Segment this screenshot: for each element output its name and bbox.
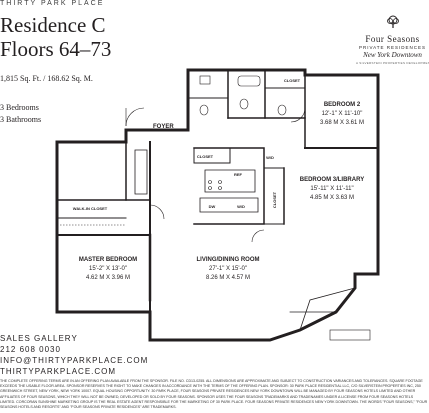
- building-name: THIRTY PARK PLACE: [0, 0, 105, 7]
- sales-phone: 212 608 0030: [0, 345, 61, 354]
- bedroom3-name: BEDROOM 3/LIBRARY: [300, 177, 364, 183]
- website: THIRTYPARKPLACE.COM: [0, 367, 117, 376]
- brand-name: Four Seasons: [365, 34, 420, 44]
- wd-label-2: W/D: [237, 204, 245, 209]
- bedroom2-metric: 3.68 M X 3.61 M: [320, 120, 364, 126]
- legal-disclaimer: The complete offering terms are in an of…: [0, 379, 428, 410]
- sales-gallery-label: SALES GALLERY: [0, 334, 78, 343]
- master-bedroom-metric: 4.62 M X 3.96 M: [86, 275, 130, 281]
- foyer-label: FOYER: [153, 124, 174, 130]
- bedrooms-text: 3 Bedrooms: [0, 103, 39, 112]
- walk-in-closet-label: WALK-IN CLOSET: [73, 206, 108, 211]
- bathrooms-text: 3 Bathrooms: [0, 115, 42, 124]
- bedroom3-metric: 4.85 M X 3.63 M: [310, 195, 354, 201]
- living-room-metric: 8.26 M X 4.57 M: [206, 275, 250, 281]
- bedroom3-imperial: 15'-11" X 11'-11": [310, 186, 353, 192]
- floors-title: Floors 64–73: [0, 37, 112, 61]
- brand-logo: Four Seasons PRIVATE RESIDENCES New York…: [356, 15, 429, 65]
- master-bedroom-imperial: 15'-2" X 13'-0": [89, 266, 127, 272]
- sales-email: INFO@THIRTYPARKPLACE.COM: [0, 356, 149, 365]
- bedroom2-imperial: 12'-1" X 11'-10": [322, 111, 363, 117]
- master-bedroom-name: MASTER BEDROOM: [79, 257, 137, 263]
- living-room-imperial: 27'-1" X 15'-0": [209, 266, 247, 272]
- living-room-name: LIVING/DINING ROOM: [197, 257, 260, 263]
- closet-label-kitchen: CLOSET: [197, 154, 214, 159]
- ref-label: REF: [234, 172, 243, 177]
- dw-label: DW: [209, 204, 216, 209]
- tree-logo-icon: [386, 15, 399, 28]
- brand-location: New York Downtown: [363, 51, 422, 59]
- brand-tagline: A SILVERSTEIN PROPERTIES DEVELOPMENT: [356, 61, 429, 65]
- floor-plan: BEDROOM 2 12'-1" X 11'-10" 3.68 M X 3.61…: [55, 68, 380, 342]
- area-text: 1,815 Sq. Ft. / 168.62 Sq. M.: [0, 74, 93, 83]
- closet-label-top: CLOSET: [284, 78, 301, 83]
- bedroom2-name: BEDROOM 2: [324, 102, 361, 108]
- wd-label: W/D: [266, 155, 274, 160]
- closet-label-vertical: CLOSET: [272, 191, 277, 208]
- brand-subtitle: PRIVATE RESIDENCES: [358, 45, 427, 50]
- residence-title: Residence C: [0, 13, 106, 37]
